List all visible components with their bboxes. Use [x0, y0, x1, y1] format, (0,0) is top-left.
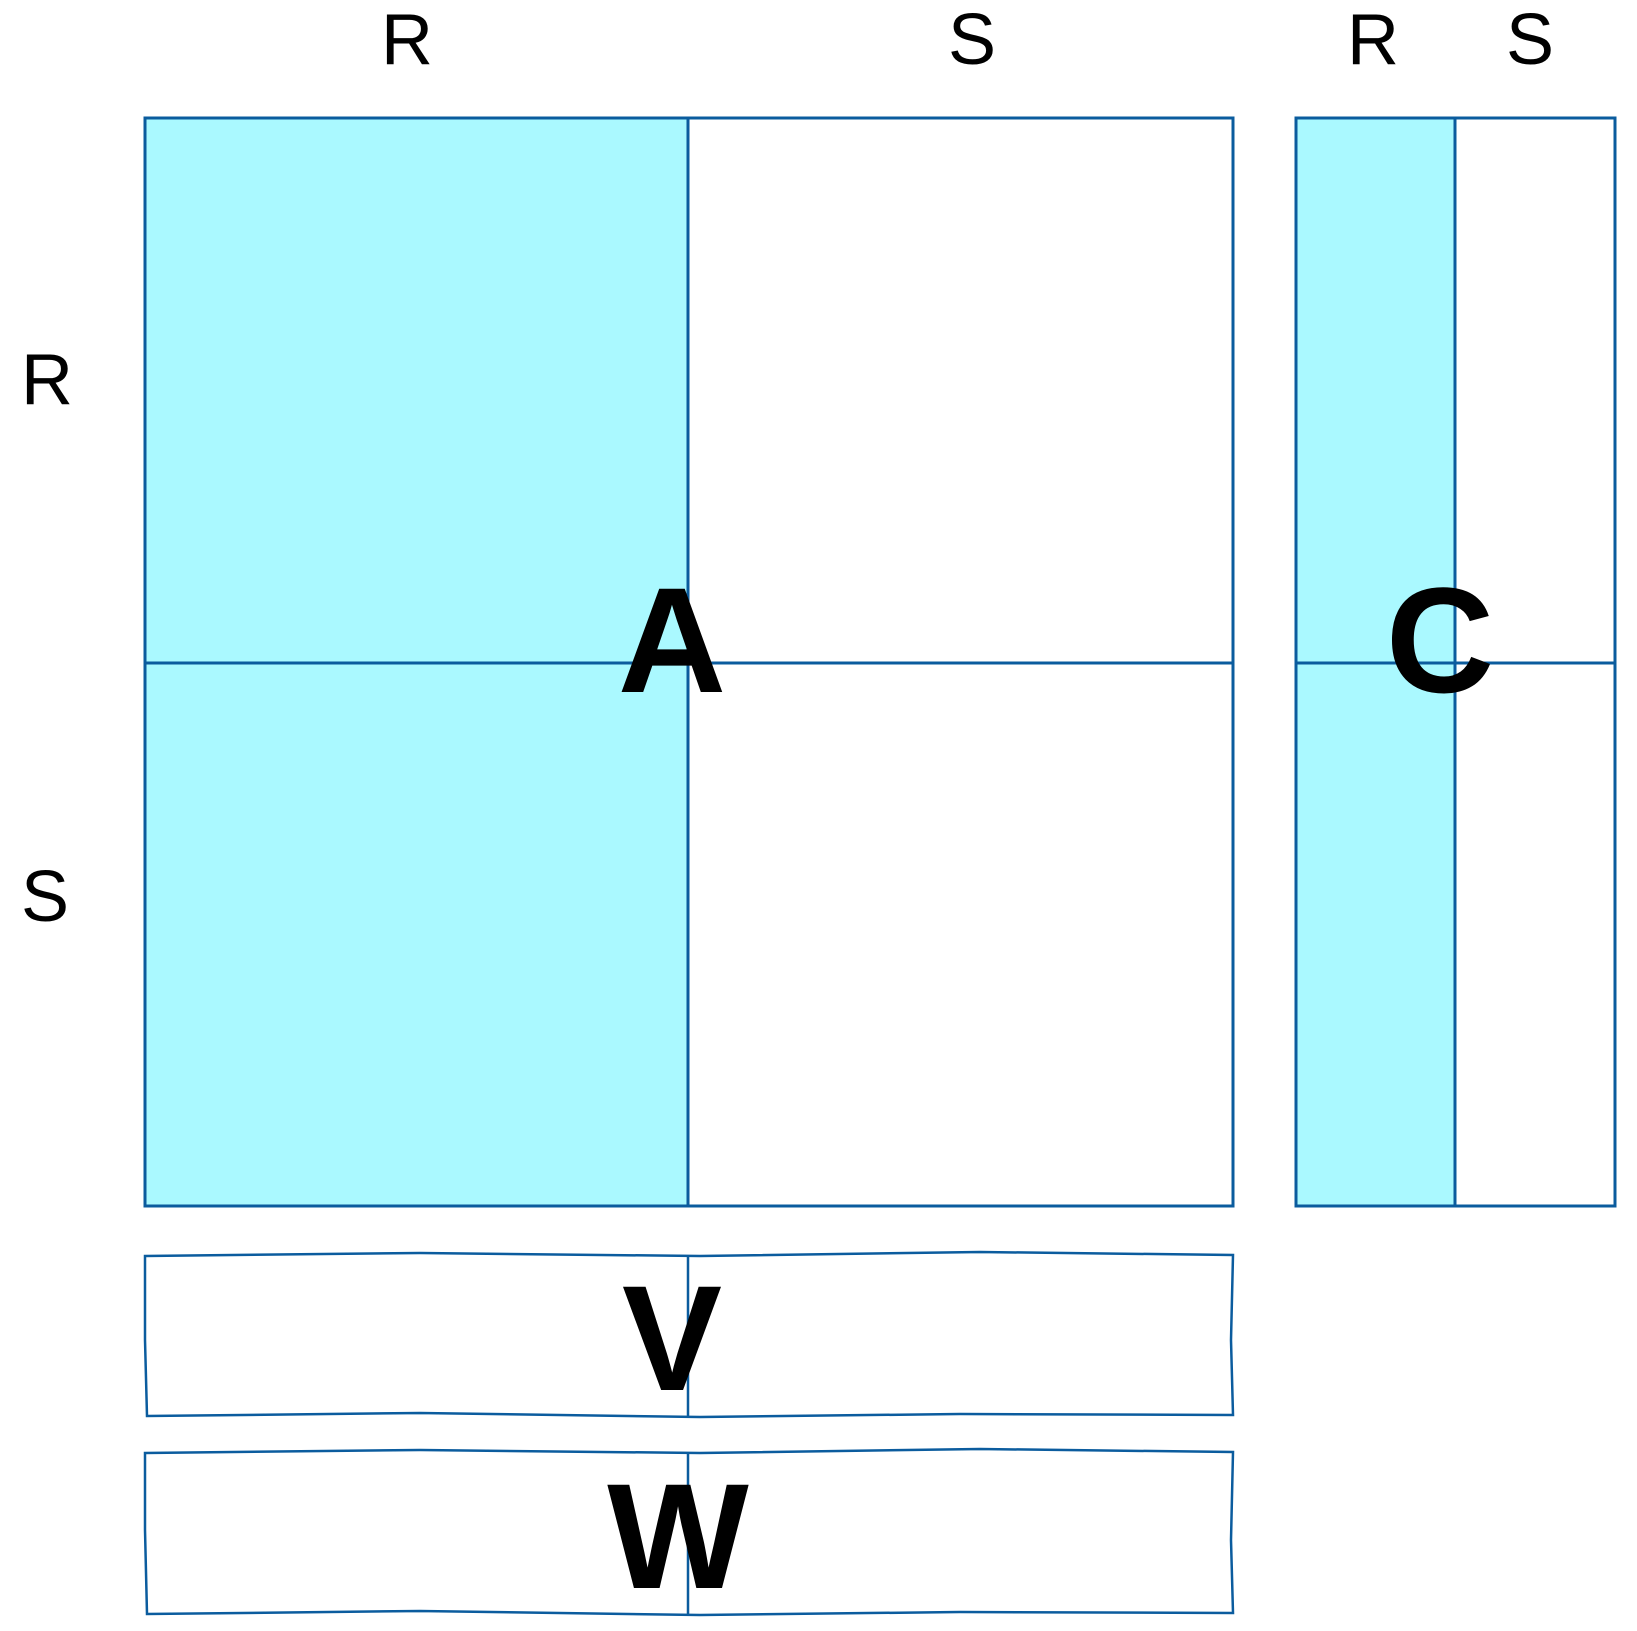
block-label-a: A: [617, 556, 727, 724]
matrix-a-group: [143, 116, 1235, 1208]
vector-v-group: [143, 1250, 1235, 1419]
matrix-c-group: [1294, 116, 1617, 1208]
block-label-v: V: [621, 1254, 723, 1422]
row-header-a-r: R: [21, 340, 73, 420]
block-label-c: C: [1385, 556, 1495, 724]
column-header-a-r: R: [381, 0, 433, 80]
column-header-c-r: R: [1347, 0, 1399, 80]
row-header-a-s: S: [20, 857, 70, 937]
column-header-a-s: S: [947, 0, 997, 80]
block-label-w: W: [607, 1452, 749, 1620]
column-header-c-s: S: [1505, 0, 1555, 80]
vector-w-group: [143, 1447, 1235, 1617]
